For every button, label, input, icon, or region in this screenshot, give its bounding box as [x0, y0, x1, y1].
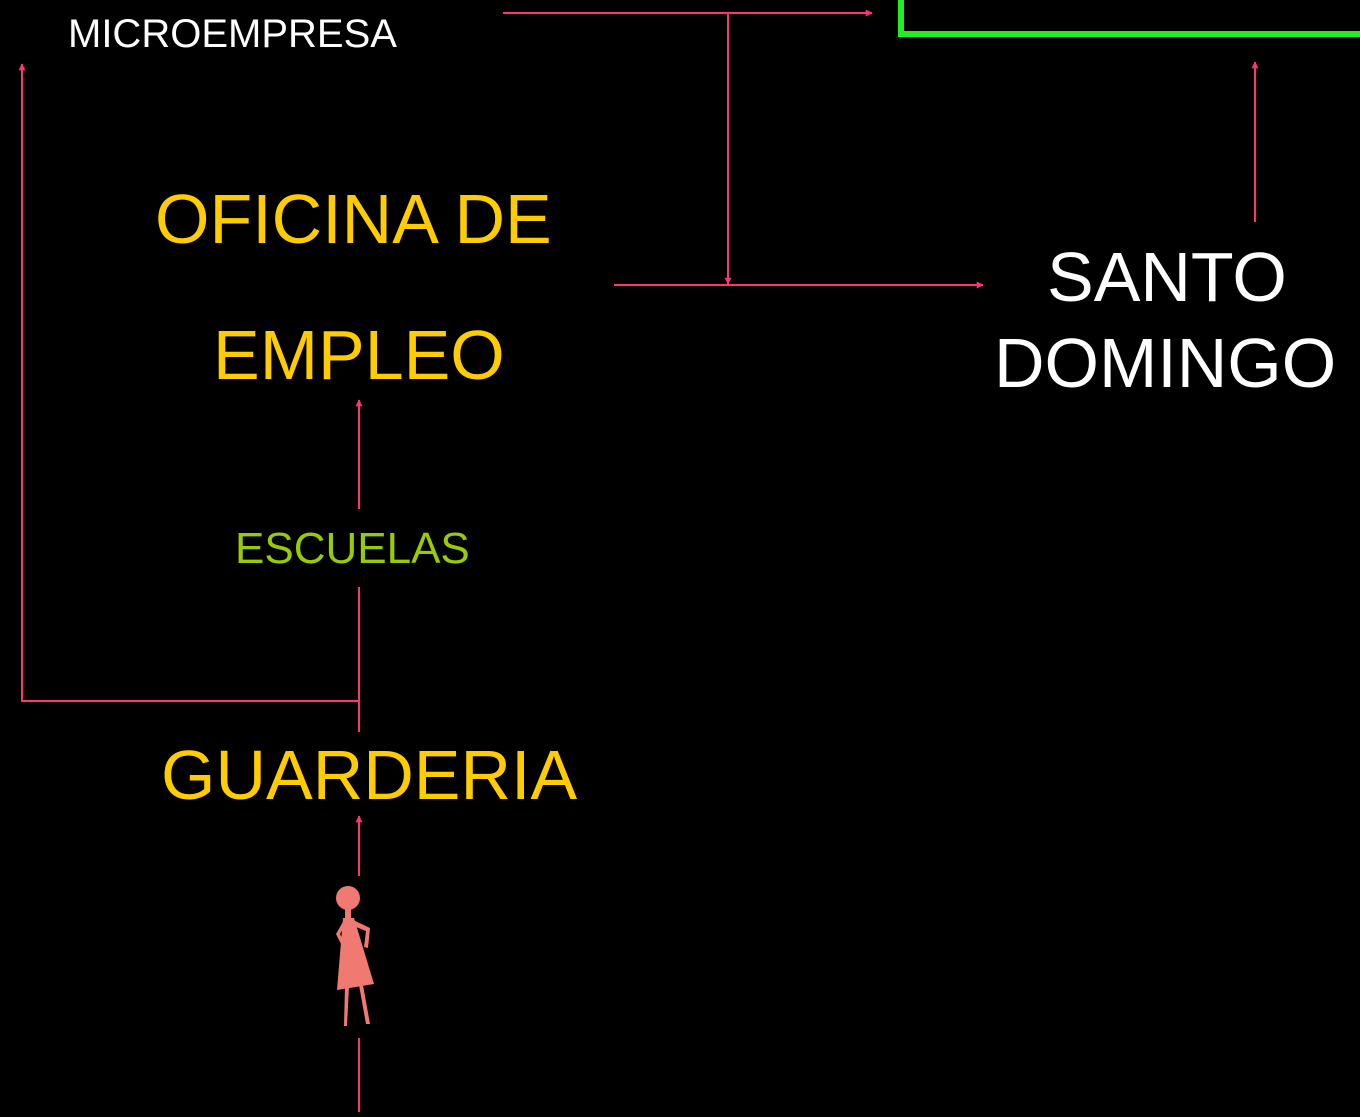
node-guarderia: GUARDERIA — [161, 736, 578, 814]
woman-figure-icon — [336, 886, 374, 1026]
node-oficina-de-empleo-line2: EMPLEO — [213, 316, 505, 394]
arrow-guarderia-to-microempresa — [18, 63, 359, 702]
node-santo-domingo-line2: DOMINGO — [994, 324, 1337, 402]
node-santo-domingo-line1: SANTO — [1047, 238, 1287, 316]
node-escuelas: ESCUELAS — [235, 524, 470, 573]
node-oficina-de-empleo-line1: OFICINA DE — [155, 180, 552, 258]
node-microempresa: MICROEMPRESA — [68, 12, 397, 56]
highlight-box — [898, 0, 1360, 37]
